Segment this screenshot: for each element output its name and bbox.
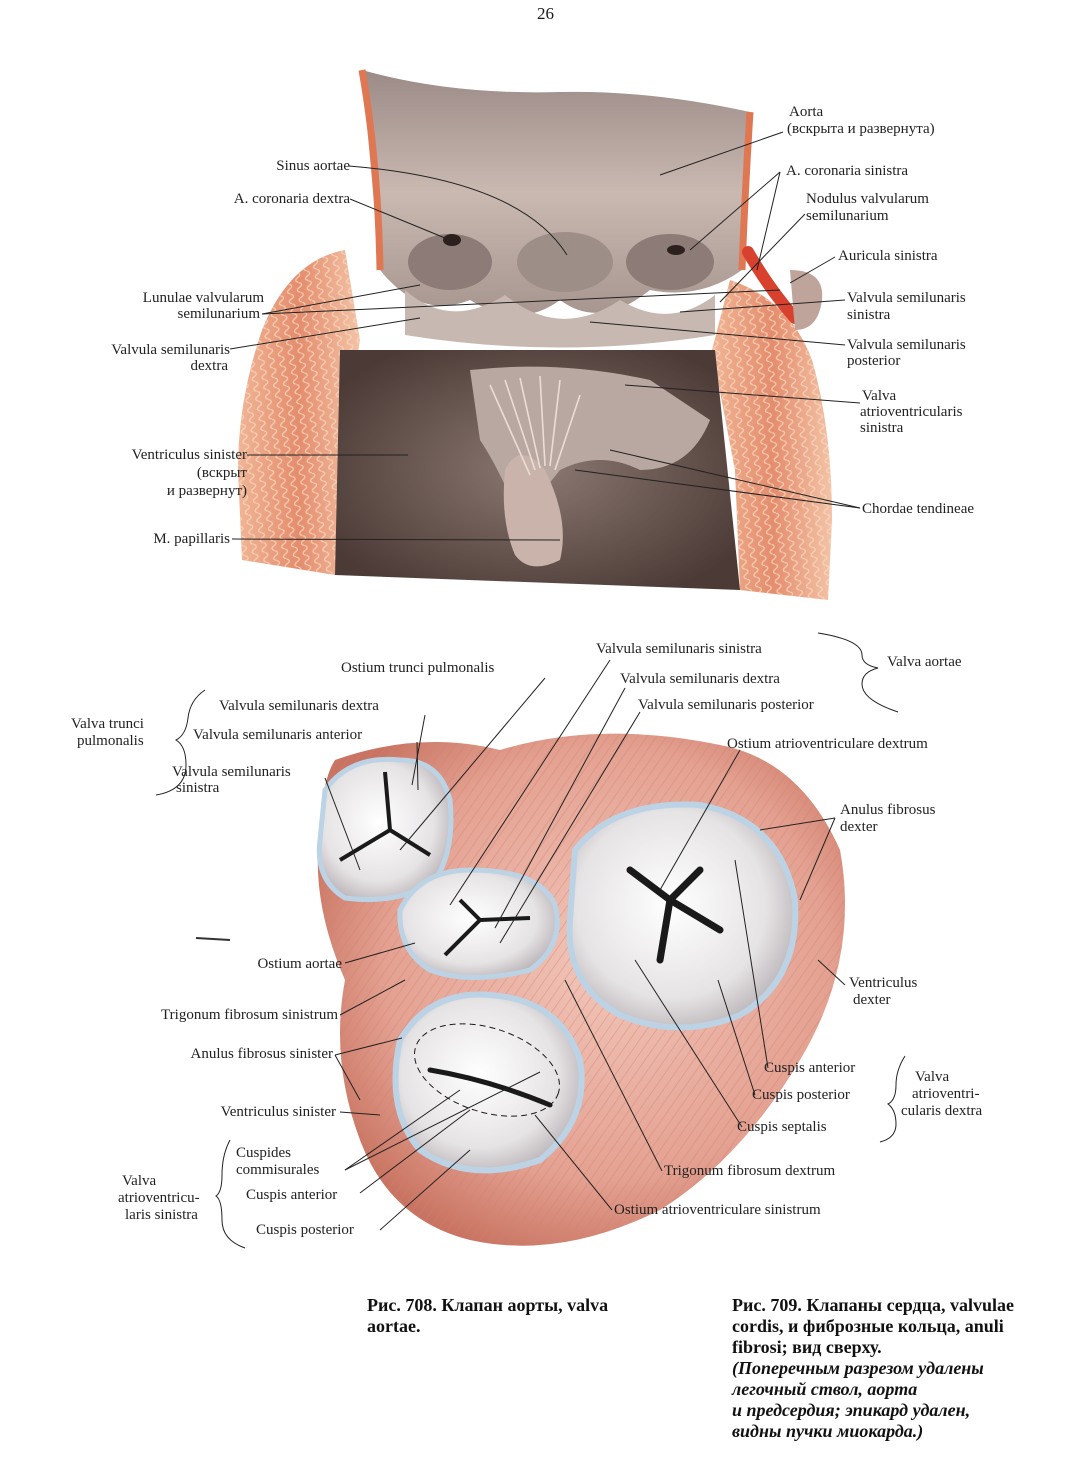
label-vs-dextra-1: Valvula semilunaris	[111, 342, 230, 358]
label-cuspis-anterior-left: Cuspis anterior	[246, 1187, 338, 1203]
label-vs-sinistra-aortae: Valvula semilunaris sinistra	[596, 641, 762, 657]
label-vs-anterior-pulm: Valvula semilunaris anterior	[193, 727, 363, 743]
label-coronaria-sinistra: A. coronaria sinistra	[786, 163, 909, 179]
label-cuspides-comm-2: commisurales	[236, 1162, 320, 1178]
label-cuspis-anterior-right: Cuspis anterior	[764, 1060, 856, 1076]
mitral-valve	[392, 991, 585, 1174]
label-valva-avs-3: laris sinistra	[125, 1207, 198, 1223]
label-aorta-note: (вскрыта и развернута)	[787, 121, 935, 137]
caption-fig708-line2: aortae.	[367, 1316, 421, 1336]
label-vs-sinistra-1: Valvula semilunaris	[847, 290, 966, 306]
label-auricula-sinistra: Auricula sinistra	[838, 248, 938, 264]
pulmonary-valve	[316, 756, 454, 903]
caption-fig709-line2: cordis, и фиброзные кольца, anuli	[732, 1316, 1004, 1336]
label-sinus-aortae: Sinus aortae	[276, 158, 350, 174]
chordae-tendineae-lines	[489, 375, 581, 476]
fig708-aortic-valve-drawing	[238, 69, 832, 600]
label-chordae-tendineae: Chordae tendineae	[862, 501, 975, 517]
fig709-leader-lines	[155, 632, 906, 1249]
label-valva-avd-2: atrioventri-	[912, 1086, 980, 1102]
label-ostium-av-dextrum: Ostium atrioventriculare dextrum	[727, 736, 928, 752]
coronary-artery-left-red	[742, 246, 801, 324]
label-anulus-dexter-2: dexter	[840, 819, 878, 835]
label-valva-aortae: Valva aortae	[887, 654, 962, 670]
label-trigonum-sinistrum: Trigonum fibrosum sinistrum	[161, 1007, 338, 1023]
label-ventriculus-sinister-709: Ventriculus sinister	[220, 1104, 336, 1120]
papillary-muscle	[503, 455, 563, 567]
label-aorta: Aorta	[789, 104, 824, 120]
label-ostium-av-sinistrum: Ostium atrioventriculare sinistrum	[614, 1202, 821, 1218]
caption-fig709-line4: (Поперечным разрезом удалены	[732, 1358, 984, 1378]
left-auricle	[790, 270, 823, 330]
label-ostium-trunci: Ostium trunci pulmonalis	[341, 660, 495, 676]
label-valva-av-2: atrioventricularis	[860, 404, 963, 420]
label-valva-av-1: Valva	[862, 388, 897, 404]
label-valva-trunci-2: pulmonalis	[77, 733, 144, 749]
label-cuspis-posterior-left: Cuspis posterior	[256, 1222, 354, 1238]
label-vs-sinistra-pulm-1: Valvula semilunaris	[172, 764, 291, 780]
aortic-valve	[397, 867, 560, 980]
label-valva-avd-3: cularis dextra	[901, 1103, 983, 1119]
label-cuspis-posterior-right: Cuspis posterior	[752, 1087, 850, 1103]
label-lunulae-2: semilunarium	[177, 306, 261, 322]
coronary-ostium-left	[667, 245, 685, 255]
label-lunulae-1: Lunulae valvularum	[142, 290, 264, 306]
label-valva-avs-1: Valva	[122, 1173, 157, 1189]
label-cuspides-comm-1: Cuspides	[236, 1145, 292, 1161]
fig708-leader-lines	[229, 131, 861, 541]
label-vs-posterior-2: posterior	[847, 353, 901, 369]
page-number: 26	[537, 4, 554, 23]
caption-fig709-line3: fibrosi; вид сверху.	[732, 1337, 882, 1357]
label-ventriculus-dexter-1: Ventriculus	[849, 975, 918, 991]
label-vs-sinistra-pulm-2: sinistra	[176, 780, 220, 796]
label-vs-dextra-2: dextra	[190, 358, 228, 374]
coronary-ostium-right	[443, 234, 461, 246]
label-m-papillaris: M. papillaris	[153, 531, 230, 547]
label-vs-posterior-aortae: Valvula semilunaris posterior	[638, 697, 814, 713]
label-valva-trunci-1: Valva trunci	[71, 716, 144, 732]
label-vs-dextra-pulm: Valvula semilunaris dextra	[219, 698, 379, 714]
label-cuspis-septalis: Cuspis septalis	[737, 1119, 827, 1135]
label-anulus-dexter-1: Anulus fibrosus	[840, 802, 936, 818]
label-ventriculus-dexter-2: dexter	[853, 992, 891, 1008]
label-ventriculus-note-2: и развернут)	[166, 483, 247, 499]
caption-fig709-line5: легочный ствол, аорта	[732, 1379, 918, 1399]
label-coronaria-dextra: A. coronaria dextra	[233, 191, 350, 207]
label-valva-av-3: sinistra	[860, 420, 904, 436]
tricuspid-valve	[566, 801, 799, 1031]
label-ventriculus-sinister: Ventriculus sinister	[131, 447, 247, 463]
caption-fig708-line1: Рис. 708. Клапан аорты, valva	[367, 1295, 609, 1315]
label-trigonum-dextrum: Trigonum fibrosum dextrum	[664, 1163, 836, 1179]
label-vs-sinistra-2: sinistra	[847, 307, 891, 323]
label-valva-avd-1: Valva	[915, 1069, 950, 1085]
label-valva-avs-2: atrioventricu-	[118, 1190, 200, 1206]
caption-fig709-line7: видны пучки миокарда.)	[732, 1421, 924, 1441]
caption-fig709-line6: и предсердия; эпикард удален,	[732, 1400, 971, 1420]
label-vs-posterior-1: Valvula semilunaris	[847, 337, 966, 353]
label-ostium-aortae: Ostium aortae	[257, 956, 342, 972]
label-nodulus-1: Nodulus valvularum	[806, 191, 929, 207]
label-anulus-sinister: Anulus fibrosus sinister	[190, 1046, 334, 1062]
label-nodulus-2: semilunarium	[806, 208, 889, 224]
label-vs-dextra-aortae: Valvula semilunaris dextra	[620, 671, 780, 687]
caption-fig709-line1: Рис. 709. Клапаны сердца, valvulae	[732, 1295, 1015, 1315]
label-ventriculus-note-1: (вскрыт	[196, 465, 247, 481]
